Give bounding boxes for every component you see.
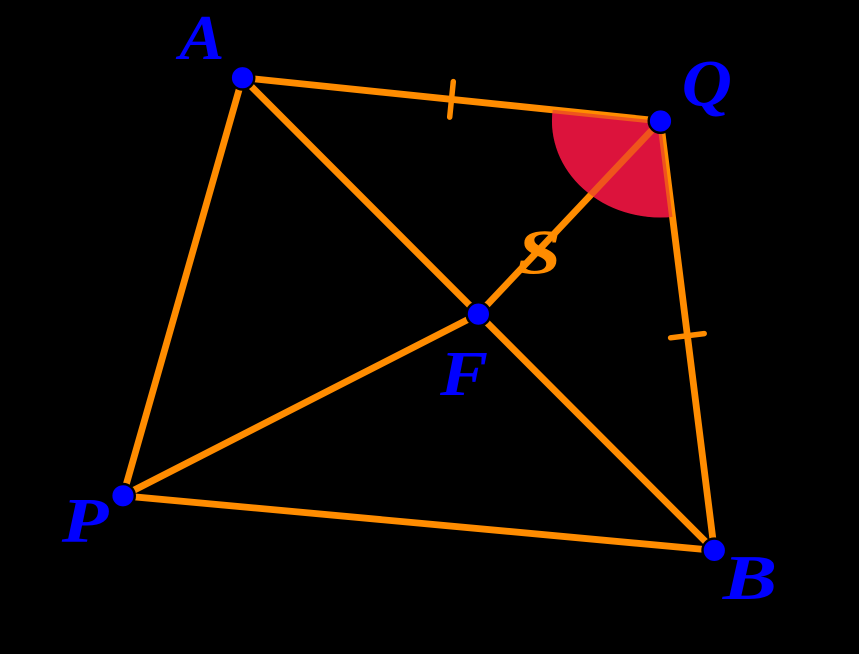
svg-text:F: F [439,338,488,409]
svg-text:S: S [517,216,562,287]
svg-text:A: A [175,3,224,74]
svg-text:B: B [722,542,777,613]
svg-text:P: P [61,486,110,557]
svg-text:Q: Q [682,46,732,120]
